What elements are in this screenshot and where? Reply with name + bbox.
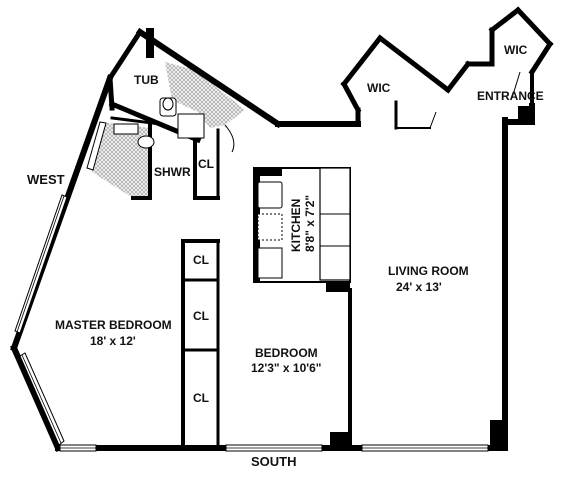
interior-walls — [107, 75, 431, 447]
shower-tile-floor — [92, 122, 150, 198]
south-label: SOUTH — [251, 454, 297, 469]
entry-wic-label: WIC — [504, 43, 528, 57]
closet-label-3: CL — [193, 391, 209, 405]
entrance-label: ENTRANCE — [477, 89, 544, 103]
bedroom-name: BEDROOM — [255, 346, 318, 360]
structural-columns — [146, 28, 534, 448]
master-bedroom-size: 18' x 12' — [90, 334, 136, 348]
kitchen-size: 8'8" x 7'2" — [303, 195, 317, 252]
center-wic-label: WIC — [367, 81, 391, 95]
tub-label: TUB — [134, 73, 159, 87]
closet-label-1: CL — [193, 253, 209, 267]
living-room-name: LIVING ROOM — [388, 264, 469, 278]
west-label: WEST — [27, 172, 65, 187]
windows — [14, 121, 489, 452]
master-bedroom-name: MASTER BEDROOM — [55, 318, 172, 332]
kitchen-label-group: KITCHEN 8'8" x 7'2" — [289, 195, 317, 252]
closet-label-2: CL — [193, 309, 209, 323]
kitchen-fixtures — [253, 167, 351, 292]
shower-label: SHWR — [154, 165, 191, 179]
bedroom-size: 12'3" x 10'6" — [251, 361, 321, 375]
door-swings — [224, 71, 521, 153]
bath-closet-label: CL — [198, 157, 214, 171]
kitchen-name: KITCHEN — [289, 199, 303, 252]
bath-fixtures — [113, 97, 205, 149]
living-room-size: 24' x 13' — [396, 280, 442, 294]
bath-tile-floor — [165, 62, 245, 128]
